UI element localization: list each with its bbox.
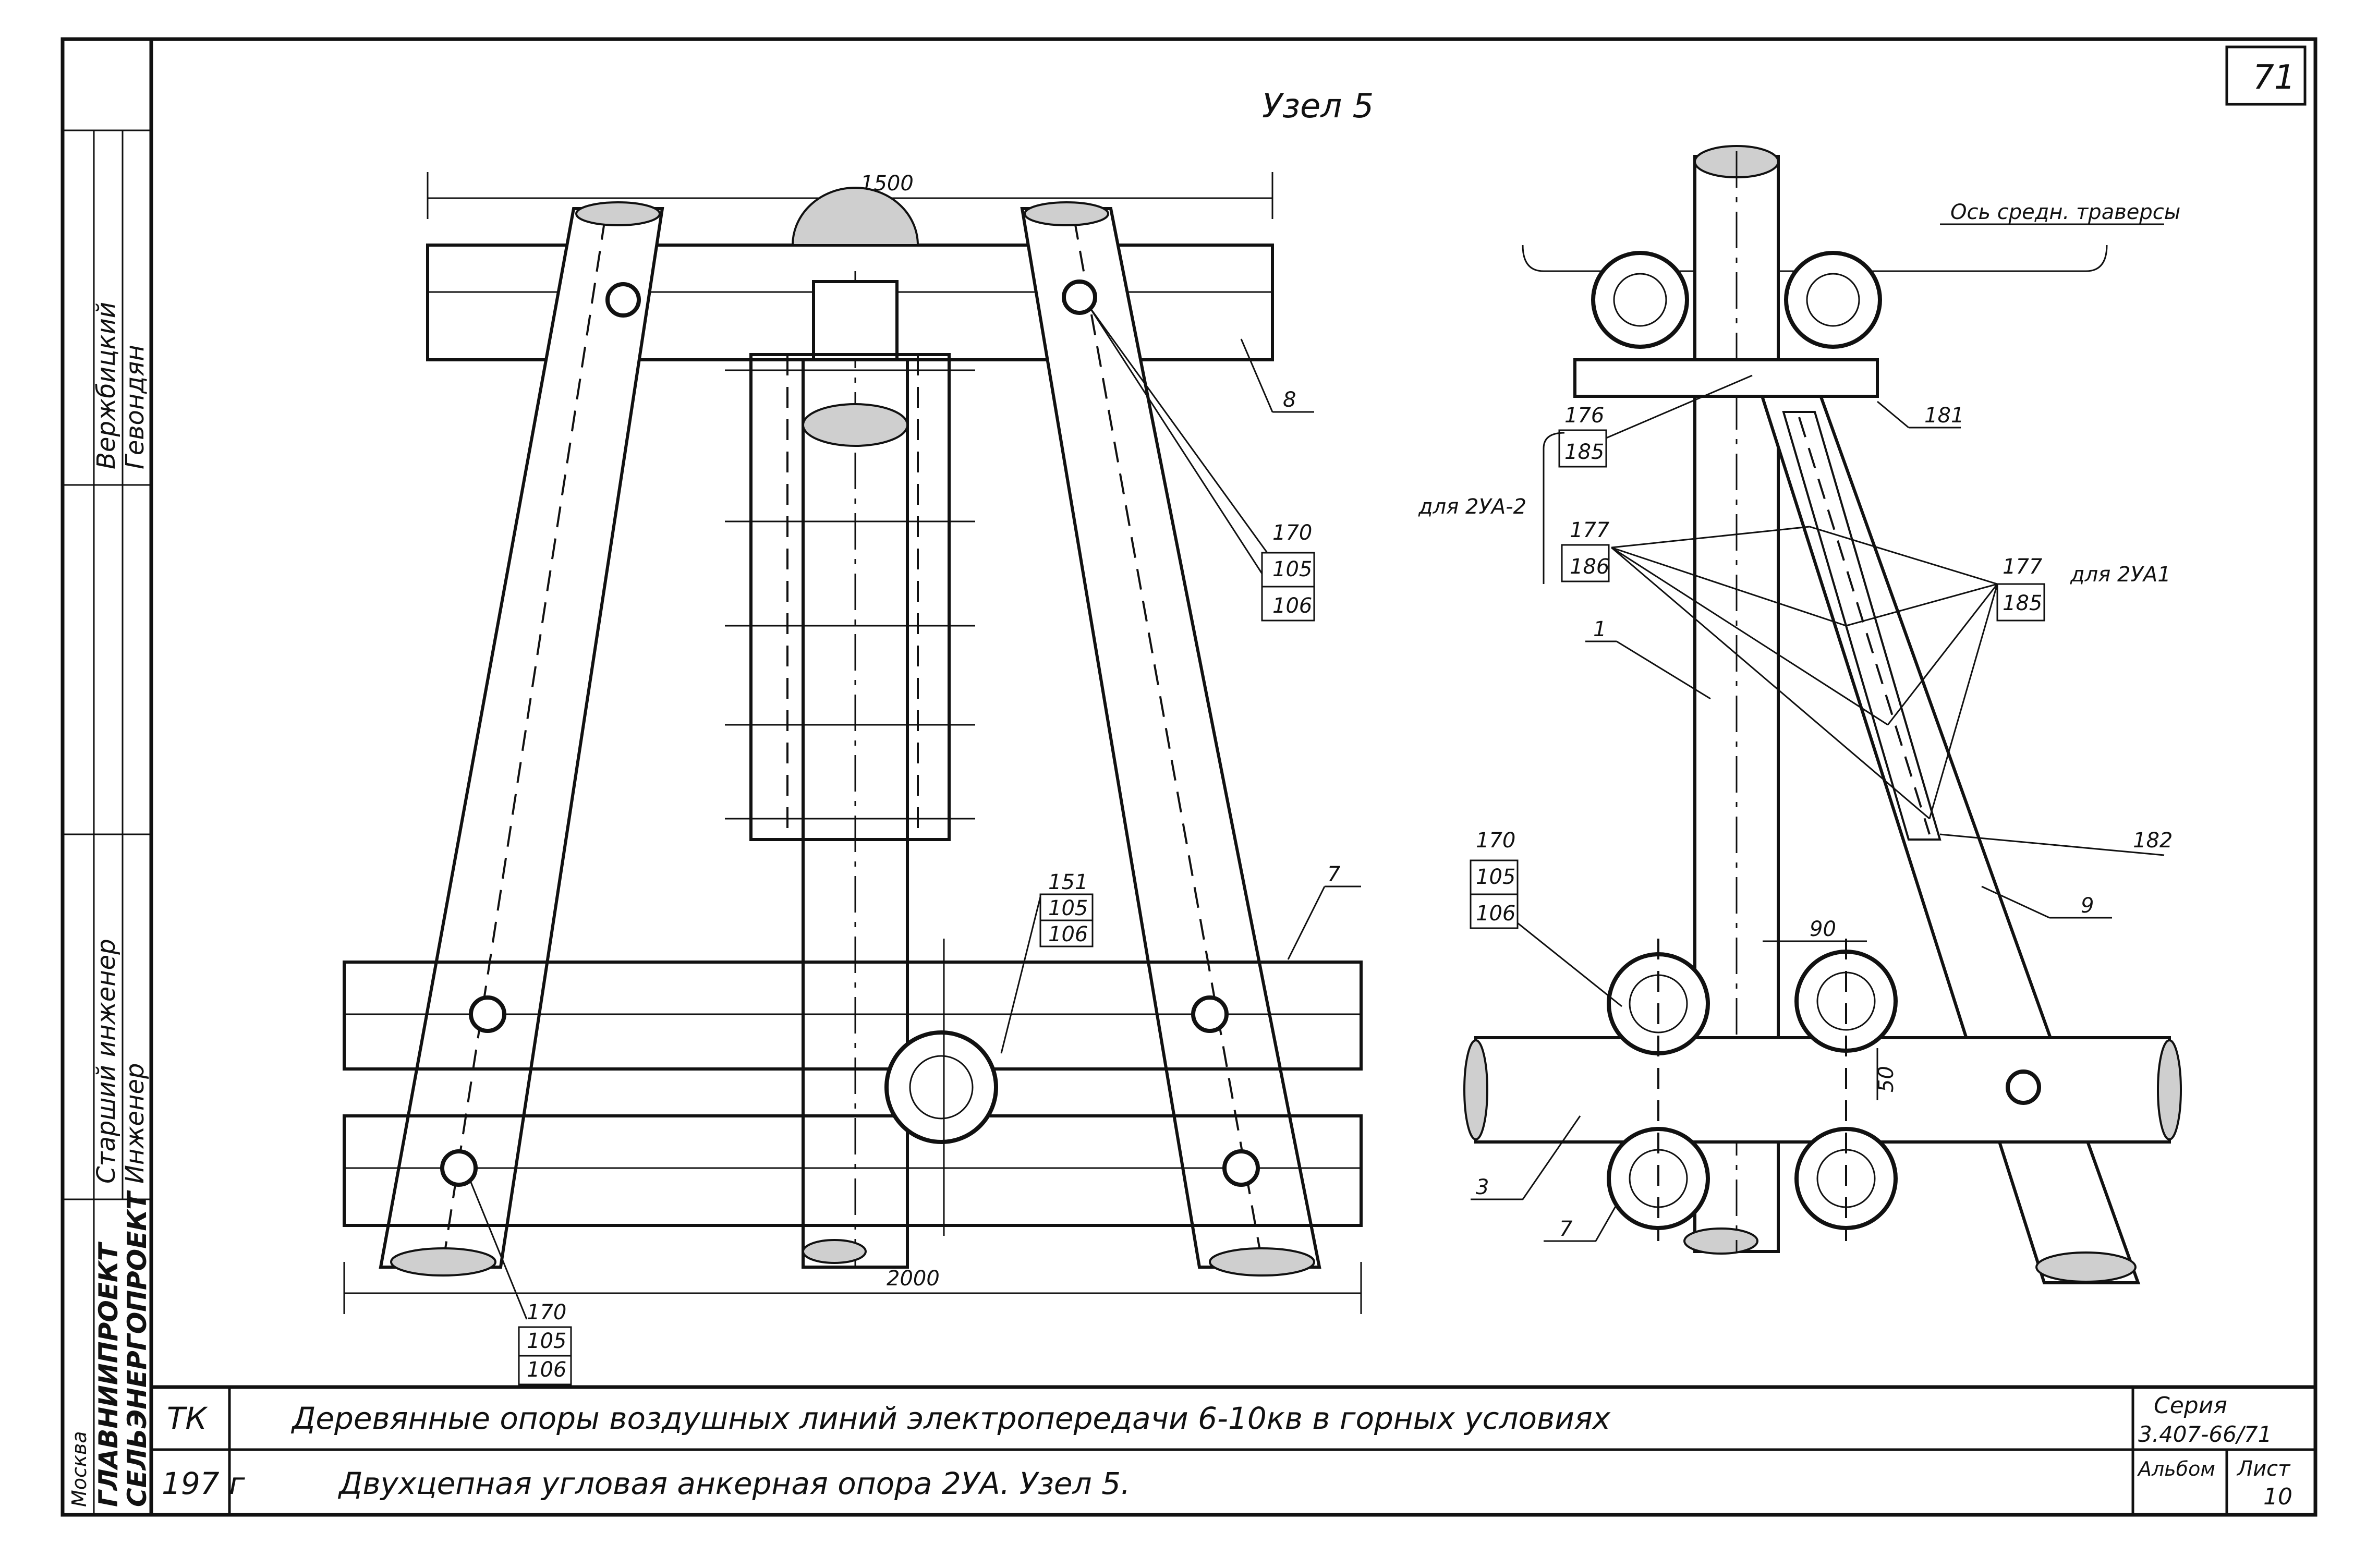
- callout-1: 1: [1593, 617, 1606, 641]
- callout-170-right-3: 106: [1476, 902, 1515, 926]
- callout-176: 176: [1564, 404, 1604, 428]
- callout-7-right: 7: [1559, 1217, 1573, 1241]
- callout-right-top-1: 170: [1272, 521, 1312, 545]
- callout-center-1: 151: [1048, 870, 1088, 894]
- callout-182: 182: [2133, 829, 2173, 853]
- callout-186: 186: [1570, 555, 1609, 579]
- callout-185b: 185: [2003, 591, 2042, 615]
- title-line2: Двухцепная угловая анкерная опора 2УА. У…: [337, 1466, 1130, 1501]
- dim-90: 90: [1810, 917, 1836, 941]
- for-2ua1: для 2УА1: [2070, 563, 2171, 587]
- sheet-frame: [60, 37, 2317, 1517]
- left-view: 1500: [343, 172, 1363, 1385]
- callout-170-right-1: 170: [1476, 829, 1515, 853]
- callout-9: 9: [2081, 894, 2094, 918]
- callout-center-3: 106: [1048, 922, 1088, 946]
- list-label: Лист: [2236, 1457, 2291, 1481]
- callout-left-bottom-3: 106: [527, 1358, 566, 1382]
- callout-left-bottom-1: 170: [527, 1300, 566, 1324]
- axis-label: Ось средн. траверсы: [1950, 200, 2180, 224]
- callout-170-right-2: 105: [1476, 865, 1515, 889]
- callout-185a: 185: [1564, 440, 1604, 464]
- stamp-city: Москва: [68, 1431, 91, 1507]
- callout-center-2: 105: [1048, 896, 1088, 920]
- title-block: ТК 197 г Деревянные опоры воздушных лини…: [162, 1392, 2292, 1510]
- right-view: Ось средн. траверсы: [1418, 145, 2182, 1284]
- callout-8: 8: [1283, 388, 1296, 412]
- side-stamp: ГЛАВНИИПРОЕКТ СЕЛЬЭНЕРГОПРОЕКТ Москва Ст…: [68, 302, 152, 1507]
- series-label: Серия: [2154, 1392, 2227, 1419]
- title-code: ТК: [167, 1401, 208, 1436]
- callout-right-top-2: 105: [1272, 557, 1312, 581]
- callout-177-right: 177: [2003, 555, 2043, 579]
- node-title: Узел 5: [1262, 87, 1374, 126]
- for-2ua2: для 2УА-2: [1418, 495, 1526, 519]
- dim-50: 50: [1874, 1066, 1898, 1092]
- callout-177-left: 177: [1570, 518, 1610, 542]
- stamp-role2: Инженер: [120, 1063, 150, 1184]
- album-label: Альбом: [2137, 1457, 2215, 1480]
- stamp-name2: Гевондян: [120, 345, 150, 469]
- stamp-org1: ГЛАВНИИПРОЕКТ: [93, 1241, 124, 1507]
- callout-right-top-3: 106: [1272, 594, 1312, 618]
- sheet-number: 71: [2253, 58, 2295, 97]
- callout-7-left: 7: [1327, 862, 1341, 886]
- stamp-name1: Вержбицкий: [92, 302, 121, 469]
- callout-3: 3: [1476, 1175, 1489, 1199]
- callout-left-bottom-2: 105: [527, 1329, 566, 1353]
- dim-2000: 2000: [887, 1267, 940, 1291]
- title-line1: Деревянные опоры воздушных линий электро…: [290, 1401, 1611, 1436]
- series-value: 3.407-66/71: [2138, 1421, 2272, 1447]
- album-value: 10: [2263, 1484, 2292, 1510]
- stamp-org2: СЕЛЬЭНЕРГОПРОЕКТ: [122, 1190, 152, 1507]
- title-year: 197 г: [162, 1466, 245, 1501]
- callout-181: 181: [1924, 404, 1964, 428]
- stamp-role1: Старший инженер: [92, 939, 121, 1184]
